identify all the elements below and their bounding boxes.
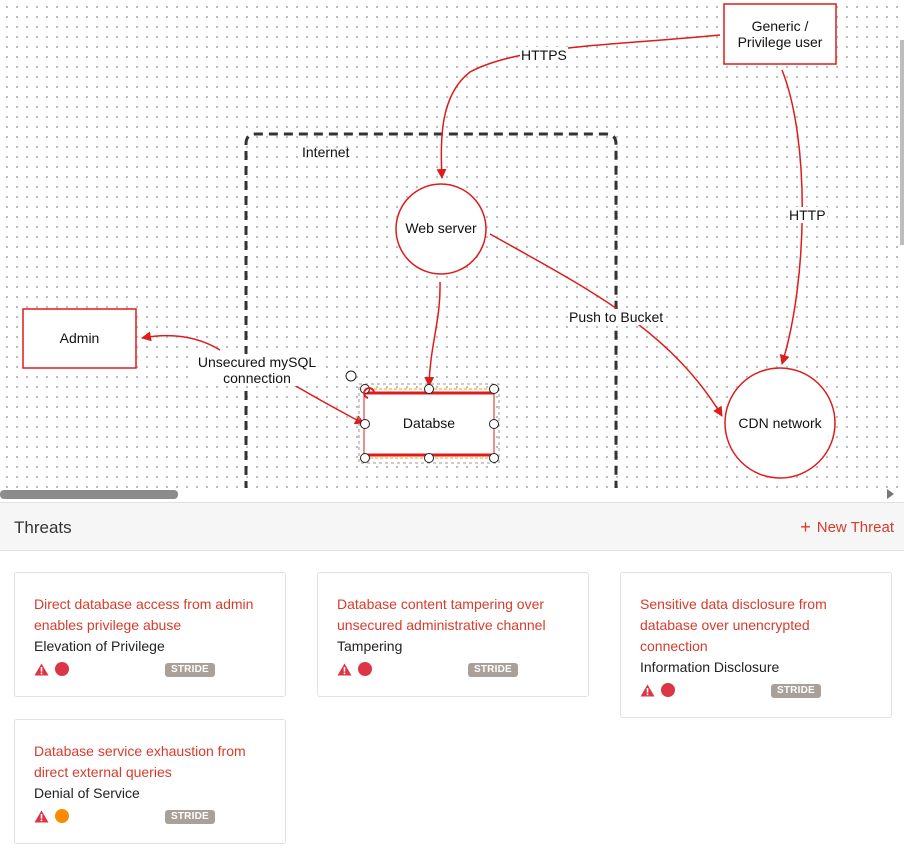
severity-dot [55,662,69,676]
actor-admin[interactable] [22,308,137,369]
warning-icon [337,663,352,676]
scroll-right-arrow-icon[interactable] [887,489,894,499]
threat-category: Elevation of Privilege [34,638,165,654]
actor-generic-user[interactable] [723,3,837,65]
flow-mysql-label-line2: connection [223,370,291,386]
boundary-label: Internet [302,144,350,160]
severity-dot [55,809,69,823]
threat-card[interactable]: Database service exhaustion from direct … [14,719,286,844]
vertical-scrollbar[interactable] [900,40,904,245]
severity-dot [661,683,675,697]
warning-icon [34,663,49,676]
new-threat-label: New Threat [816,519,894,536]
flow-http-label: HTTP [788,207,827,223]
diagram-canvas[interactable]: Internet Generic / Privilege user Admin … [0,0,904,502]
horizontal-scrollbar-thumb[interactable] [0,490,178,499]
threat-title[interactable]: Direct database access from admin enable… [34,596,254,633]
severity-dot [358,662,372,676]
store-database-label: Databse [402,415,456,431]
stride-badge: STRIDE [771,684,821,698]
warning-icon [34,810,49,823]
threat-category: Tampering [337,638,403,654]
flow-unsecured-mysql[interactable] [141,331,221,351]
flow-unsecured-mysql-to-db[interactable] [285,379,365,425]
threat-card[interactable]: Sensitive data disclosure from database … [620,572,892,718]
selection-handles[interactable] [345,370,499,463]
threat-meta: STRIDE [34,659,266,681]
threat-meta: STRIDE [640,680,872,702]
horizontal-scrollbar-track[interactable] [0,488,904,502]
flow-web-to-database[interactable] [424,281,441,387]
process-web-server-label: Web server [405,220,477,236]
actor-generic-user-label-line1: Generic / [751,18,809,34]
threat-card[interactable]: Database content tampering over unsecure… [317,572,589,697]
threat-meta: STRIDE [34,806,266,828]
threats-panel-header: Threats + New Threat [0,502,904,551]
threat-category: Information Disclosure [640,659,780,675]
threat-title[interactable]: Database content tampering over unsecure… [337,596,546,633]
process-web-server[interactable] [395,183,487,275]
plus-icon: + [800,517,811,537]
flow-push-label: Push to Bucket [568,309,665,325]
flow-https-label: HTTPS [520,47,568,63]
actor-admin-label: Admin [59,330,100,346]
threats-panel-title: Threats [14,518,72,537]
rotate-handle-icon[interactable] [363,387,375,399]
actor-generic-user-label-line2: Privilege user [737,34,823,50]
actor-generic-user-label: Generic / Privilege user [724,18,836,50]
warning-icon [640,684,655,697]
stride-badge: STRIDE [468,663,518,677]
threat-title[interactable]: Database service exhaustion from direct … [34,743,246,780]
flow-https[interactable] [436,34,721,179]
process-cdn-network[interactable] [724,367,836,479]
threat-category: Denial of Service [34,785,140,801]
threat-meta: STRIDE [337,659,569,681]
flow-push-to-bucket[interactable] [489,233,723,417]
threat-title[interactable]: Sensitive data disclosure from database … [640,596,827,654]
new-threat-button[interactable]: + New Threat [800,517,894,537]
trust-boundary-internet[interactable] [244,132,618,490]
diagram-svg [22,3,837,490]
process-cdn-network-label: CDN network [738,415,822,431]
stride-badge: STRIDE [165,663,215,677]
flow-mysql-label-line1: Unsecured mySQL [197,354,317,370]
threat-card[interactable]: Direct database access from admin enable… [14,572,286,697]
stride-badge: STRIDE [165,810,215,824]
flow-mysql-label: Unsecured mySQL connection [196,354,318,386]
